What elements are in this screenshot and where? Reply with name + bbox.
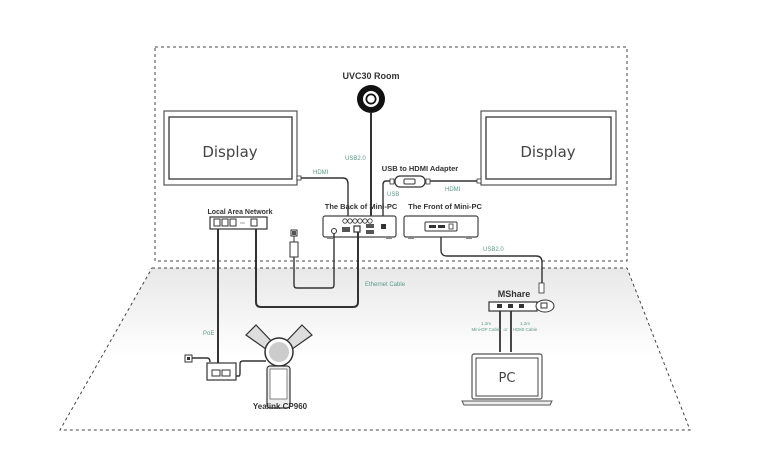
display-left [163,110,298,186]
display-right [480,110,617,186]
minidp-label: Mini-DP Cable [472,327,501,332]
minipc-back [322,215,397,239]
room-wall-area [154,46,628,262]
ethernet-cable [255,229,359,308]
usb20-front-cable [440,237,543,292]
uvc30-camera [357,85,385,113]
yealink-cp960-phone [245,324,313,409]
usb-hdmi-adapter [389,175,431,188]
poe-injector [206,362,237,381]
hdmi-length-label: 1.2m [520,321,530,326]
usb20-front-label: USB2.0 [483,247,504,253]
power-outlet-icon [184,354,193,363]
adapter-usb-cable [382,180,390,222]
phone-label: Yealink CP960 [253,402,308,411]
mshare-label: MShare [498,289,531,299]
hdmi-right-label: HDMI [445,187,461,193]
camera-label: UVC30 Room [342,71,399,81]
or-label: or [503,327,508,332]
minipc-back-label: The Back of Mini-PC [325,202,398,211]
phone-cable [236,360,266,377]
minipc-front [403,215,479,239]
room-floor-area [59,267,691,431]
display-right-label: Display [520,143,575,161]
hdmi-left-cable [297,177,349,224]
usb20-camera-label: USB2.0 [345,156,366,162]
ethernet-label: Ethernet Cable [365,282,406,288]
adapter-label: USB to HDMI Adapter [382,164,458,173]
hdmi-cable-label: HDMI Cable [513,327,538,332]
usb-adapter-label: USB [387,192,399,198]
lan-label: Local Area Network [207,209,272,216]
lan-switch [209,216,268,230]
poe-label: PoE [203,331,214,337]
minipc-front-label: The Front of Mini-PC [408,202,482,211]
poe-power-cable [192,357,211,363]
hdmi-left-label: HDMI [313,170,329,176]
power-cable [293,234,335,289]
pc-label: PC [499,371,516,386]
power-adapter [289,229,299,258]
display-left-label: Display [202,143,257,161]
mshare-device [488,299,555,313]
pc-laptop [461,353,553,406]
minidp-length-label: 1.2m [481,321,491,326]
